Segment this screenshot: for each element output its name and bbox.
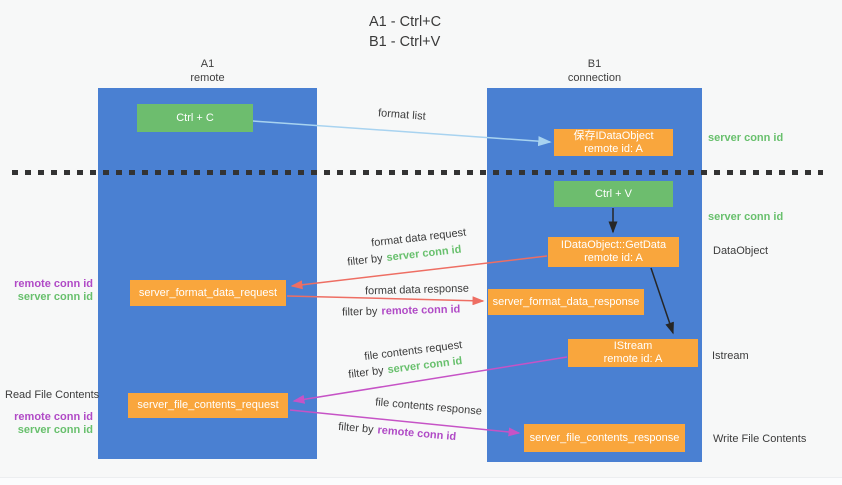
node-server-file-contents-response-label: server_file_contents_response [529, 431, 680, 444]
node-server-file-contents-request-label: server_file_contents_request [137, 399, 279, 411]
node-getdata-line1: IDataObject::GetData [560, 239, 667, 251]
node-ctrl-v-label: Ctrl + V [595, 187, 632, 200]
title-line-2: B1 - Ctrl+V [369, 34, 441, 50]
node-server-format-data-response: server_format_data_response [488, 289, 644, 315]
lane-header-a1: A1 remote [98, 57, 317, 85]
node-getdata-line2: remote id: A [584, 252, 643, 264]
arrow-file-contents-response [289, 409, 521, 437]
node-istream-line1: IStream [613, 340, 653, 352]
arrow-format-list [252, 120, 552, 147]
server-conn-id-text: server conn id [17, 423, 93, 436]
lane-header-b1: B1 connection [487, 57, 702, 85]
node-server-format-data-request-label: server_format_data_request [138, 286, 278, 299]
diagram-title: A1 - Ctrl+C B1 - Ctrl+V [369, 12, 441, 52]
label-write-file-contents: Write File Contents [713, 433, 807, 445]
bottom-edge-strip [0, 477, 842, 485]
node-ctrl-v: Ctrl + V [554, 181, 673, 207]
node-ctrl-c: Ctrl + C [137, 104, 253, 132]
node-save-idataobject-line2: remote id: A [584, 142, 643, 155]
label-server-conn-id-right-top: server conn id [708, 132, 784, 144]
label-dataobject: DataObject [713, 245, 769, 257]
conn-id-pair-format: remote conn id server conn id [10, 278, 93, 303]
arrow-format-data-request [290, 255, 548, 290]
node-istream: IStream remote id: A [568, 339, 698, 367]
server-conn-id-text: server conn id [17, 290, 93, 303]
node-server-format-data-response-label: server_format_data_response [492, 295, 640, 308]
label-read-file-contents: Read File Contents [5, 389, 100, 401]
node-save-idataobject: 保存IDataObject remote id: A [554, 129, 673, 156]
remote-conn-id-text: remote conn id [14, 411, 93, 423]
lane-b1-subtitle: connection [567, 72, 622, 84]
lane-a1-subtitle: remote [190, 72, 225, 84]
node-save-idataobject-line1: 保存IDataObject [573, 129, 654, 142]
label-server-conn-id-right-bottom: server conn id [708, 211, 784, 223]
remote-conn-id-text: remote conn id [381, 303, 461, 318]
filter-by-text: filter by [341, 305, 378, 319]
node-ctrl-c-label: Ctrl + C [176, 111, 214, 124]
node-server-file-contents-request: server_file_contents_request [128, 393, 288, 418]
node-idataobject-getdata: IDataObject::GetData remote id: A [548, 237, 679, 267]
node-istream-line2: remote id: A [603, 353, 663, 365]
node-server-file-contents-response: server_file_contents_response [524, 424, 685, 452]
lane-a1-title: A1 [200, 58, 215, 70]
title-line-1: A1 - Ctrl+C [369, 14, 442, 30]
arrow-getdata-to-istream [650, 267, 674, 335]
conn-id-pair-file: remote conn id server conn id [10, 411, 93, 436]
arrow-format-data-response [286, 295, 485, 306]
label-istream-side: Istream [712, 350, 749, 362]
remote-conn-id-text: remote conn id [14, 278, 93, 290]
node-server-format-data-request: server_format_data_request [130, 280, 286, 306]
arrow-file-contents-request [292, 356, 568, 404]
lane-b1-title: B1 [587, 58, 602, 70]
